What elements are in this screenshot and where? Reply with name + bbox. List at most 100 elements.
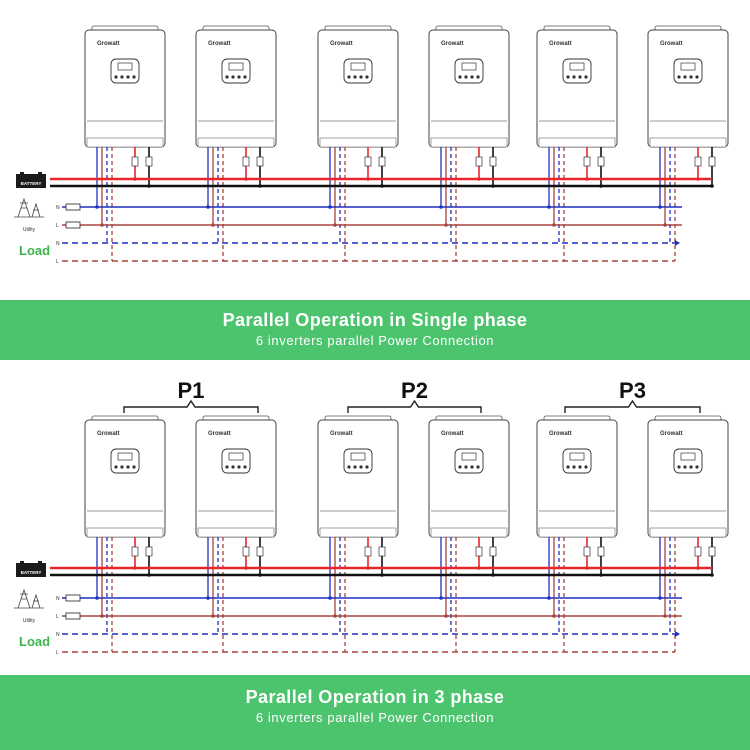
inverter-terminal-strip [86,137,164,148]
group-brace-icon [123,399,259,413]
inverter-button [584,465,588,469]
inverter-body [536,29,618,148]
inverter-button [578,465,582,469]
group-bracket-3: P3 [564,378,701,413]
inverter-button [231,465,235,469]
inverter-button [695,75,699,79]
inverter-brand-logo: Growatt [660,41,683,47]
cable-gland [597,156,605,167]
load-live-label: L [56,259,59,265]
inverter-button [470,465,474,469]
inverter-lcd-screen [228,452,244,461]
inverter-brand-logo: Growatt [97,41,120,47]
pylon-lines [17,197,41,218]
group-label: P2 [401,378,428,403]
inverter-button [359,465,363,469]
single-phase-inverter-5: Growatt [536,25,618,148]
inverter-body [195,419,277,538]
inverter-brand-logo: Growatt [441,431,464,437]
cable-gland [489,156,497,167]
inverter-terminal-strip [86,527,164,538]
inverter-body [317,29,399,148]
cable-gland [242,546,250,557]
inverter-brand-logo: Growatt [549,41,572,47]
utility-live-label: L [56,614,59,620]
three-phase-inverter-3: Growatt [317,415,399,538]
group-bracket-1: P1 [123,378,259,413]
group-brace-icon [564,399,701,413]
inverter-button [695,465,699,469]
cable-gland [475,546,483,557]
inverter-control-unit [454,448,484,474]
three-phase-inverter-5: Growatt [536,415,618,538]
cable-gland [378,546,386,557]
inverter-button [464,75,468,79]
inverter-button [225,465,229,469]
inverter-control-unit [221,448,251,474]
inverter-button [359,75,363,79]
three-phase-utility-pylon-icon [14,588,44,609]
inverter-button [347,465,351,469]
inverter-lcd-screen [350,452,366,461]
inverter-terminal-strip [197,527,275,538]
load-label: Load [19,634,50,649]
cable-gland [145,546,153,557]
single-phase-inverter-1: Growatt [84,25,166,148]
inverter-button [114,75,118,79]
inverter-brand-logo: Growatt [97,431,120,437]
group-label: P1 [178,378,205,403]
inverter-button [572,465,576,469]
inverter-button [566,465,570,469]
inverter-button [225,75,229,79]
battery-icon-body [16,563,46,577]
inverter-button [114,465,118,469]
battery-terminal [38,561,42,563]
inverter-button [353,75,357,79]
single-phase-wiring [50,147,716,262]
inverter-brand-logo: Growatt [549,431,572,437]
inverter-terminal-strip [649,137,727,148]
inverter-button [689,75,693,79]
battery-icon-body [16,174,46,188]
load-neutral-arrow-icon [675,631,680,637]
inverter-control-unit [110,58,140,84]
pylon-lines [17,588,41,609]
inverter-brand-logo: Growatt [330,41,353,47]
inverter-button [237,465,241,469]
single-phase-subtitle: 6 inverters parallel Power Connection [255,333,495,348]
breaker-icon [65,203,81,211]
inverter-brand-logo: Growatt [330,431,353,437]
group-label: P3 [619,378,646,403]
inverter-lcd-screen [680,452,696,461]
cable-gland [475,156,483,167]
inverter-lcd-screen [117,452,133,461]
battery-terminal [20,172,24,174]
inverter-button [120,465,124,469]
single-phase-utility-pylon-icon [14,197,44,218]
inverter-body [195,29,277,148]
inverter-body [647,29,729,148]
inverter-control-unit [673,58,703,84]
cable-gland [256,156,264,167]
cable-gland [256,546,264,557]
inverter-control-unit [562,448,592,474]
group-bracket-2: P2 [347,378,482,413]
inverter-button [476,465,480,469]
load-neutral-label: N [56,241,60,247]
inverter-button [476,75,480,79]
battery-terminal [38,172,42,174]
inverter-terminal-strip [319,527,397,538]
inverter-brand-logo: Growatt [441,41,464,47]
single-phase-inverter-3: Growatt [317,25,399,148]
utility-label: Utility [23,618,36,624]
utility-neutral-label: N [56,596,60,602]
inverter-button [347,75,351,79]
inverter-button [353,465,357,469]
inverter-terminal-strip [430,137,508,148]
inverter-terminal-strip [197,137,275,148]
inverter-button [677,75,681,79]
group-brace-icon [347,399,482,413]
three-phase-inverter-2: Growatt [195,415,277,538]
